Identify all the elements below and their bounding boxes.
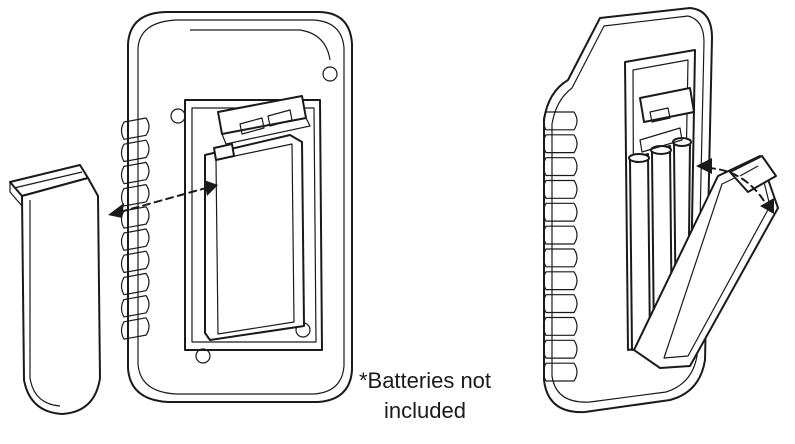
grip-rib — [120, 161, 150, 185]
removal-arrow — [108, 180, 218, 218]
note-line-1: *Batteries not — [358, 368, 492, 393]
grip-rib — [120, 250, 150, 274]
grip-rib — [542, 111, 578, 131]
right-device-figure — [542, 7, 779, 414]
grip-rib — [542, 294, 578, 314]
grip-ribs-right — [542, 111, 578, 382]
opening-arrow — [696, 158, 774, 214]
battery-cover-detached — [9, 164, 101, 415]
batteries-not-included-note: *Batteries not included — [330, 366, 520, 426]
battery-cover-open — [633, 155, 779, 369]
grip-rib — [120, 184, 150, 207]
grip-rib — [542, 157, 578, 177]
grip-rib — [542, 271, 578, 291]
grip-rib — [542, 339, 578, 359]
battery-pack — [204, 134, 305, 341]
grip-rib — [120, 228, 150, 251]
grip-rib — [120, 272, 150, 296]
note-line-2: included — [384, 398, 466, 423]
grip-rib — [542, 179, 578, 199]
grip-rib — [542, 225, 578, 245]
grip-ribs-left — [120, 117, 150, 340]
left-device-figure — [9, 11, 353, 415]
grip-rib — [542, 134, 578, 154]
grip-rib — [542, 202, 578, 222]
grip-rib — [542, 362, 578, 382]
battery-connector-right — [639, 87, 695, 123]
grip-rib — [120, 317, 150, 340]
grip-rib — [120, 295, 150, 318]
grip-rib — [120, 139, 150, 163]
grip-rib — [120, 117, 150, 140]
grip-rib — [542, 248, 578, 268]
battery-connector — [217, 95, 311, 145]
grip-rib — [542, 316, 578, 336]
